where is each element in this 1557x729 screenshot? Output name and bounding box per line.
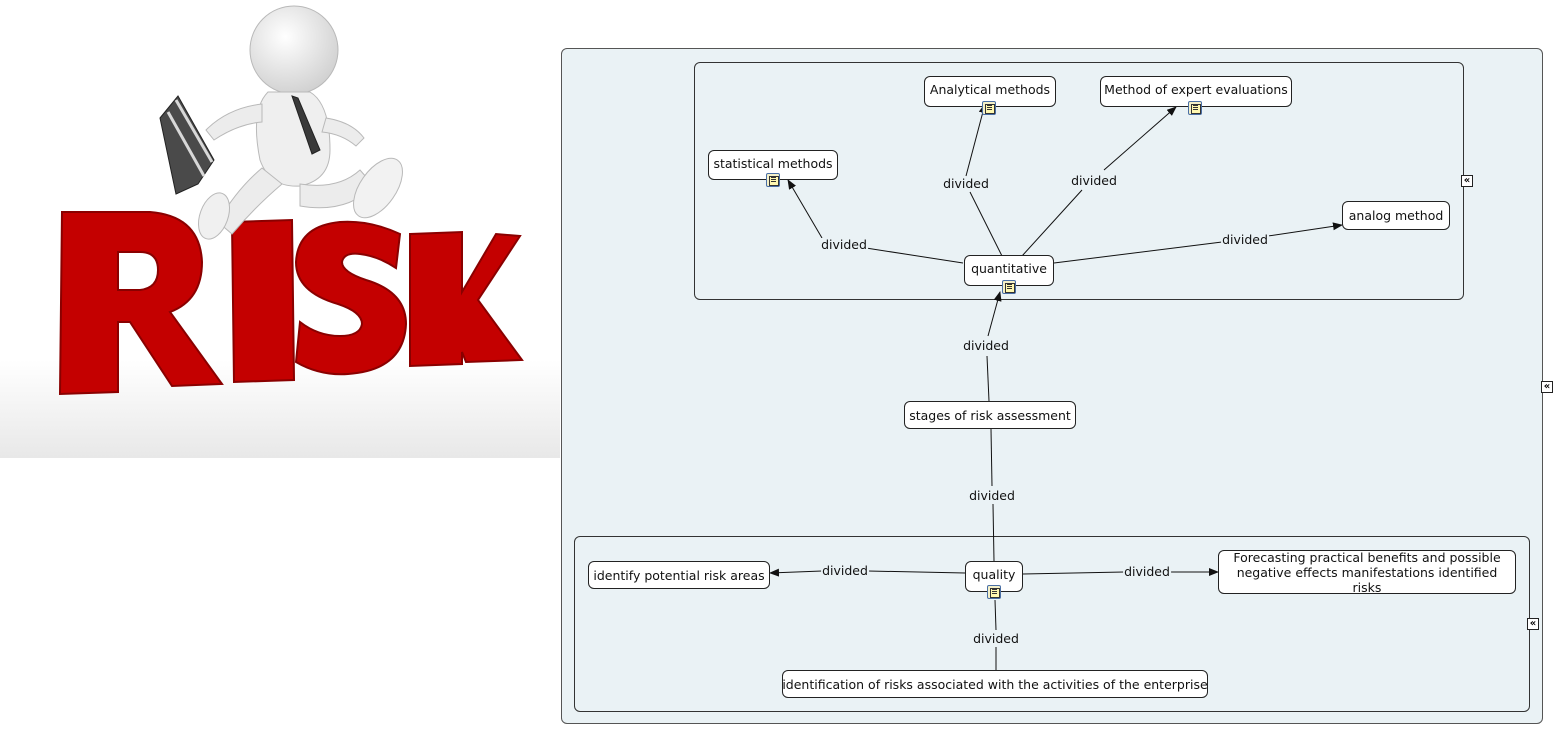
node-analytical-methods[interactable]: Analytical methods [924,76,1056,107]
resource-document-icon[interactable] [766,173,780,187]
link-quant-statistical-arrow [787,179,823,239]
resource-document-icon[interactable] [982,101,996,115]
collapse-double-chevron-icon[interactable]: « [1541,381,1553,393]
resource-document-icon[interactable] [987,585,1001,599]
node-analog-method[interactable]: analog method [1342,201,1450,230]
node-stages-of-risk-assessment[interactable]: stages of risk assessment [904,401,1076,429]
briefcase-icon [159,95,215,195]
link-quant-analog [1053,241,1223,264]
risk-illustration [0,5,560,458]
risk-word [58,211,524,396]
link-quant-analytical-arrow [965,103,987,177]
link-label-stages-quant: divided [962,338,1010,353]
link-label-stages-quality: divided [968,488,1016,503]
link-label-quant-statistical: divided [820,237,868,252]
link-label-quant-expert: divided [1070,173,1118,188]
link-stages-quality-lower [992,503,995,562]
node-forecasting[interactable]: Forecasting practical benefits and possi… [1218,550,1516,595]
link-stages-quality [990,428,993,487]
link-label-quality-identify: divided [821,563,869,578]
link-quant-analog-arrow [1267,222,1343,237]
link-quality-identify-arrow [769,568,823,577]
link-quant-statistical [865,247,964,264]
link-quant-expert-arrow [1103,106,1177,171]
link-quality-identify [867,570,966,574]
link-stages-quant [986,355,990,402]
link-stages-quant-arrow [987,291,1002,337]
resource-document-icon[interactable] [1002,280,1016,294]
link-quant-analytical [969,191,1003,257]
link-label-quant-analog: divided [1221,232,1269,247]
link-label-quality-forecast: divided [1123,564,1171,579]
businessman-figure [197,5,403,240]
link-label-quality-identification: divided [972,631,1020,646]
collapse-double-chevron-icon[interactable]: « [1527,618,1539,630]
resource-document-icon[interactable] [1188,101,1202,115]
link-quality-identification [994,599,997,631]
node-identification-of-risks[interactable]: identification of risks associated with … [782,670,1208,698]
link-quality-forecast [1022,571,1125,575]
node-identify-potential-risk-areas[interactable]: identify potential risk areas [588,561,770,589]
link-quant-expert [1021,189,1083,257]
link-label-quant-analytical: divided [942,176,990,191]
collapse-double-chevron-icon[interactable]: « [1461,175,1473,187]
